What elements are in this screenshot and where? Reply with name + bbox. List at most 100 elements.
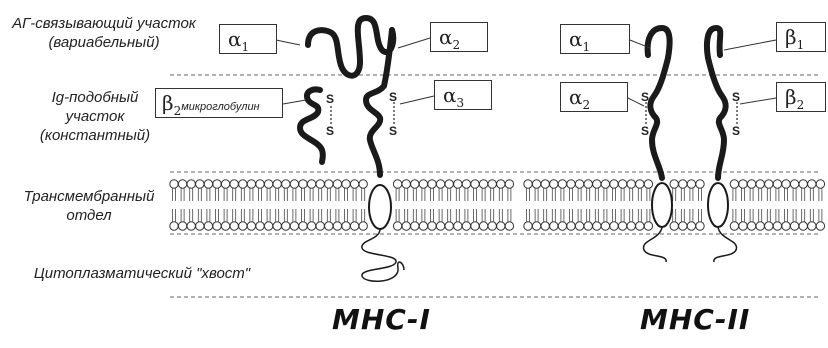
- lipid-head: [411, 180, 419, 188]
- lipid-head: [196, 180, 204, 188]
- sulfur-label: S: [326, 124, 334, 138]
- lipid-head: [282, 180, 290, 188]
- label-ag-binding-line1: АГ-связывающий участок: [4, 14, 204, 33]
- lipid-head: [644, 222, 652, 230]
- lipid-head: [221, 222, 229, 230]
- sulfur-label: S: [326, 92, 334, 106]
- lipid-head: [816, 180, 824, 188]
- lipid-head: [454, 180, 462, 188]
- lipid-head: [575, 180, 583, 188]
- title-mhc1: MHC-I: [332, 303, 431, 336]
- lipid-head: [679, 180, 687, 188]
- lipid-head: [273, 222, 281, 230]
- lipid-head: [342, 222, 350, 230]
- callout-pointers: [276, 38, 776, 106]
- lipid-head: [479, 222, 487, 230]
- lipid-head: [479, 180, 487, 188]
- lipid-head: [393, 222, 401, 230]
- lipid-head: [739, 180, 747, 188]
- lipid-head: [445, 180, 453, 188]
- mhc1-cytoplasmic-tail: [362, 229, 404, 281]
- lipid-head: [558, 222, 566, 230]
- lipid-head: [247, 180, 255, 188]
- lipid-head: [204, 180, 212, 188]
- lipid-head: [610, 222, 618, 230]
- lipid-head: [170, 180, 178, 188]
- lipid-head: [601, 222, 609, 230]
- lipid-head: [679, 222, 687, 230]
- lipid-head: [584, 222, 592, 230]
- label-ig-like-line2: участок: [30, 107, 160, 126]
- lipid-head: [454, 222, 462, 230]
- pointer: [398, 38, 430, 48]
- sulfur-label: S: [732, 124, 740, 138]
- lipid-head: [636, 180, 644, 188]
- mhc2-beta-chain: [707, 28, 726, 178]
- lipid-head: [187, 222, 195, 230]
- lipid-head: [178, 180, 186, 188]
- lipid-head: [497, 222, 505, 230]
- lipid-head: [627, 180, 635, 188]
- lipid-head: [221, 180, 229, 188]
- label-transmembrane-line1: Трансмембранный: [14, 187, 164, 206]
- mhc2-alpha-tail: [643, 227, 666, 262]
- callout-mhc1-alpha1: α1: [219, 24, 277, 54]
- lipid-head: [558, 180, 566, 188]
- lipid-head: [471, 222, 479, 230]
- lipid-head: [644, 180, 652, 188]
- lipid-head: [213, 180, 221, 188]
- lipid-head: [773, 222, 781, 230]
- mhc2-chains: [648, 28, 726, 178]
- lipid-head: [799, 180, 807, 188]
- pointer: [283, 100, 306, 104]
- lipid-head: [610, 180, 618, 188]
- lipid-head: [601, 180, 609, 188]
- lipid-head: [550, 222, 558, 230]
- sulfur-label: S: [732, 90, 740, 104]
- sulfur-label: S: [389, 124, 397, 138]
- lipid-head: [730, 222, 738, 230]
- lipid-head: [497, 180, 505, 188]
- disulfide-bonds: [331, 102, 737, 124]
- pointer: [276, 40, 300, 45]
- lipid-head: [359, 222, 367, 230]
- callout-mhc1-alpha3: α3: [434, 80, 492, 110]
- lipid-head: [282, 222, 290, 230]
- lipid-head: [618, 180, 626, 188]
- title-mhc2: MHC-II: [640, 303, 750, 336]
- lipid-head: [670, 180, 678, 188]
- lipid-head: [670, 222, 678, 230]
- membrane-left: [170, 180, 514, 230]
- callout-mhc2-beta2: β2: [776, 82, 826, 112]
- lipid-head: [593, 222, 601, 230]
- sulfur-label: S: [641, 124, 649, 138]
- lipid-head: [264, 222, 272, 230]
- lipid-head: [462, 180, 470, 188]
- mhc2-alpha-chain: [648, 28, 670, 178]
- lipid-head: [696, 222, 704, 230]
- lipid-head: [541, 180, 549, 188]
- lipid-head: [550, 180, 558, 188]
- lipid-head: [307, 180, 315, 188]
- lipid-head: [575, 222, 583, 230]
- lipid-head: [782, 180, 790, 188]
- lipid-head: [636, 222, 644, 230]
- lipid-head: [239, 222, 247, 230]
- lipid-head: [462, 222, 470, 230]
- label-ag-binding: АГ-связывающий участок (вариабельный): [4, 14, 204, 52]
- lipid-head: [782, 222, 790, 230]
- pointer: [724, 40, 776, 50]
- lipid-head: [696, 180, 704, 188]
- lipid-head: [419, 180, 427, 188]
- lipid-head: [799, 222, 807, 230]
- lipid-head: [593, 180, 601, 188]
- lipid-head: [773, 180, 781, 188]
- lipid-head: [808, 180, 816, 188]
- lipid-head: [239, 180, 247, 188]
- lipid-head: [342, 180, 350, 188]
- lipid-head: [584, 180, 592, 188]
- lipid-head: [316, 222, 324, 230]
- mhc2-beta-transmembrane-helix: [708, 183, 728, 227]
- membrane-right: [524, 180, 825, 230]
- callout-mhc2-alpha2: α2: [560, 82, 628, 112]
